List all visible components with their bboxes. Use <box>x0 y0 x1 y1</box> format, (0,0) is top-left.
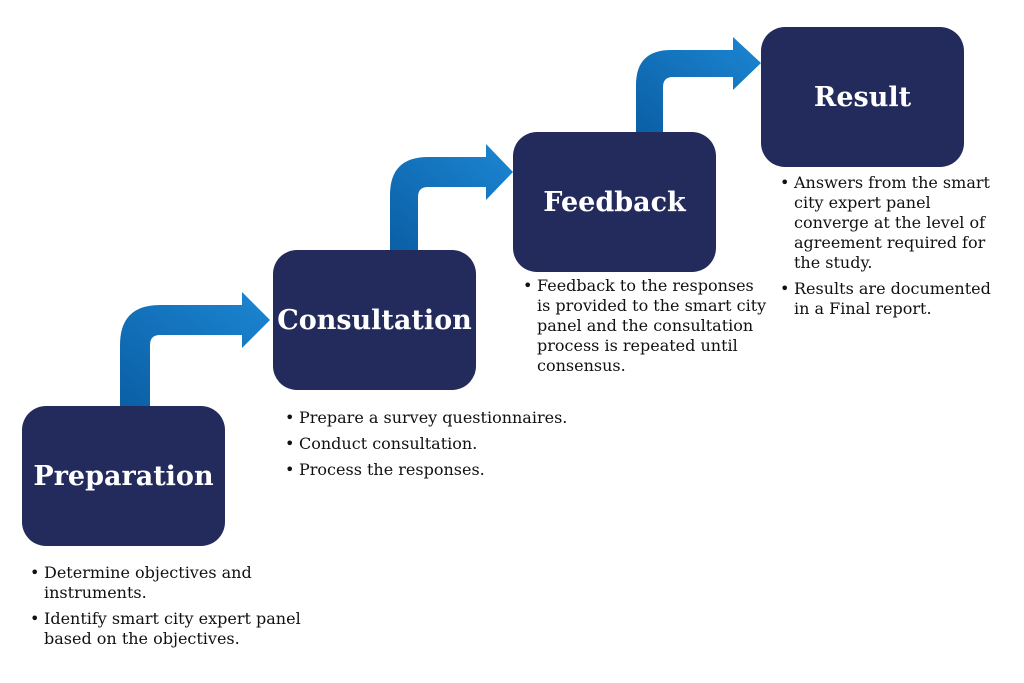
bullet-item: Prepare a survey questionnaires. <box>285 408 605 428</box>
arrow-preparation-to-consultation <box>120 292 270 406</box>
arrow-feedback-to-result <box>636 37 761 132</box>
bullet-item: Identify smart city expert panel based o… <box>30 609 330 649</box>
stage-title-feedback: Feedback <box>543 186 686 218</box>
stage-title-consultation: Consultation <box>277 304 472 336</box>
stage-title-result: Result <box>813 81 912 113</box>
bullet-item: Conduct consultation. <box>285 434 605 454</box>
bullet-item: Process the responses. <box>285 460 605 480</box>
stage-box-result: Result <box>761 27 964 167</box>
bullet-list-result: Answers from the smart city expert panel… <box>780 173 1010 325</box>
bullet-item: Results are documented in a Final report… <box>780 279 1010 319</box>
stage-box-feedback: Feedback <box>513 132 716 272</box>
arrow-consultation-to-feedback <box>390 144 513 250</box>
stage-box-consultation: Consultation <box>273 250 476 390</box>
bullet-item: Feedback to the responses is provided to… <box>523 276 768 376</box>
bullet-list-feedback: Feedback to the responses is provided to… <box>523 276 768 382</box>
stage-box-preparation: Preparation <box>22 406 225 546</box>
bullet-list-preparation: Determine objectives and instruments. Id… <box>30 563 330 655</box>
bullet-item: Answers from the smart city expert panel… <box>780 173 1010 273</box>
bullet-item: Determine objectives and instruments. <box>30 563 330 603</box>
bullet-list-consultation: Prepare a survey questionnaires. Conduct… <box>285 408 605 486</box>
stage-title-preparation: Preparation <box>33 460 214 492</box>
